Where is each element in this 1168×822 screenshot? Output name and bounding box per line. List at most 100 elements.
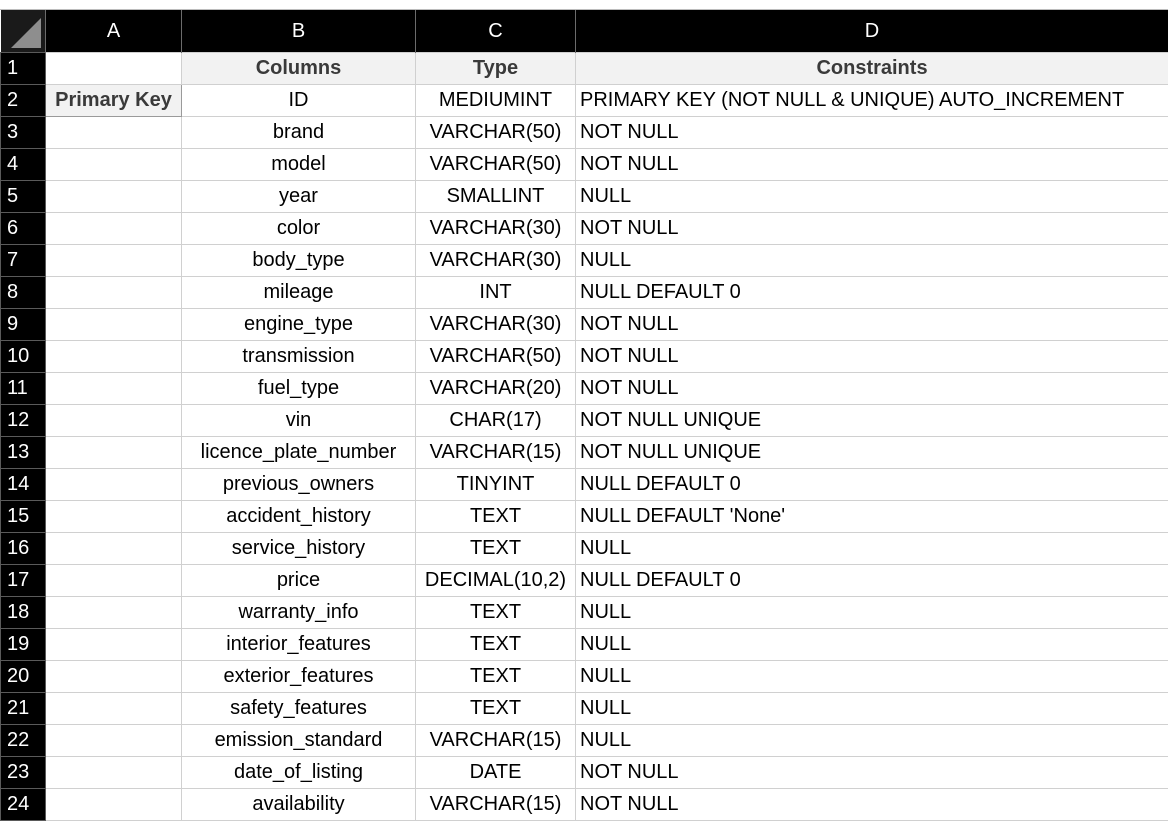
cell-type[interactable]: INT xyxy=(415,276,576,309)
cell[interactable] xyxy=(45,52,182,85)
row-header[interactable]: 19 xyxy=(0,628,46,661)
cell[interactable] xyxy=(45,212,182,245)
cell-type[interactable]: TEXT xyxy=(415,660,576,693)
cell-column-name[interactable]: date_of_listing xyxy=(181,756,416,789)
cell-constraints[interactable]: NOT NULL xyxy=(575,340,1168,373)
row-header[interactable]: 5 xyxy=(0,180,46,213)
select-all-corner[interactable] xyxy=(0,10,46,53)
cell-constraints[interactable]: NULL xyxy=(575,628,1168,661)
cell-type[interactable]: VARCHAR(15) xyxy=(415,724,576,757)
cell-constraints[interactable]: PRIMARY KEY (NOT NULL & UNIQUE) AUTO_INC… xyxy=(575,84,1168,117)
cell-column-name[interactable]: model xyxy=(181,148,416,181)
cell[interactable] xyxy=(45,756,182,789)
cell-constraints[interactable]: NOT NULL xyxy=(575,372,1168,405)
cell-type[interactable]: VARCHAR(30) xyxy=(415,212,576,245)
cell[interactable] xyxy=(45,404,182,437)
cell-column-name[interactable]: previous_owners xyxy=(181,468,416,501)
row-header[interactable]: 22 xyxy=(0,724,46,757)
cell-type[interactable]: VARCHAR(30) xyxy=(415,244,576,277)
row-header[interactable]: 8 xyxy=(0,276,46,309)
row-header[interactable]: 9 xyxy=(0,308,46,341)
cell-constraints[interactable]: NOT NULL xyxy=(575,756,1168,789)
cell-constraints[interactable]: NOT NULL xyxy=(575,212,1168,245)
row-header[interactable]: 21 xyxy=(0,692,46,725)
cell-constraints-label[interactable]: Constraints xyxy=(575,52,1168,85)
cell-type[interactable]: VARCHAR(15) xyxy=(415,436,576,469)
cell-column-name[interactable]: fuel_type xyxy=(181,372,416,405)
cell-constraints[interactable]: NULL DEFAULT 0 xyxy=(575,564,1168,597)
cell[interactable] xyxy=(45,340,182,373)
cell-constraints[interactable]: NOT NULL UNIQUE xyxy=(575,404,1168,437)
row-header[interactable]: 1 xyxy=(0,52,46,85)
cell[interactable] xyxy=(45,372,182,405)
cell-column-name[interactable]: vin xyxy=(181,404,416,437)
row-header[interactable]: 6 xyxy=(0,212,46,245)
cell-constraints[interactable]: NULL DEFAULT 0 xyxy=(575,276,1168,309)
cell-type[interactable]: SMALLINT xyxy=(415,180,576,213)
cell-constraints[interactable]: NULL xyxy=(575,724,1168,757)
cell-type[interactable]: VARCHAR(30) xyxy=(415,308,576,341)
cell-column-name[interactable]: color xyxy=(181,212,416,245)
column-header-a[interactable]: A xyxy=(45,10,182,53)
cell-column-name[interactable]: exterior_features xyxy=(181,660,416,693)
cell-column-name[interactable]: mileage xyxy=(181,276,416,309)
cell-constraints[interactable]: NOT NULL xyxy=(575,148,1168,181)
cell-column-name[interactable]: ID xyxy=(181,84,416,117)
row-header[interactable]: 14 xyxy=(0,468,46,501)
cell-type[interactable]: MEDIUMINT xyxy=(415,84,576,117)
cell-constraints[interactable]: NULL xyxy=(575,244,1168,277)
cell-column-name[interactable]: availability xyxy=(181,788,416,821)
cell[interactable] xyxy=(45,148,182,181)
cell-constraints[interactable]: NULL xyxy=(575,180,1168,213)
cell-type[interactable]: DECIMAL(10,2) xyxy=(415,564,576,597)
cell-column-name[interactable]: emission_standard xyxy=(181,724,416,757)
cell-type-label[interactable]: Type xyxy=(415,52,576,85)
cell[interactable] xyxy=(45,692,182,725)
cell[interactable] xyxy=(45,788,182,821)
cell-type[interactable]: VARCHAR(50) xyxy=(415,148,576,181)
cell-type[interactable]: TEXT xyxy=(415,596,576,629)
cell-column-name[interactable]: brand xyxy=(181,116,416,149)
cell-type[interactable]: CHAR(17) xyxy=(415,404,576,437)
column-header-c[interactable]: C xyxy=(415,10,576,53)
cell-column-name[interactable]: licence_plate_number xyxy=(181,436,416,469)
cell-type[interactable]: VARCHAR(50) xyxy=(415,340,576,373)
cell-columns-label[interactable]: Columns xyxy=(181,52,416,85)
row-header[interactable]: 12 xyxy=(0,404,46,437)
cell-column-name[interactable]: engine_type xyxy=(181,308,416,341)
cell-column-name[interactable]: accident_history xyxy=(181,500,416,533)
column-header-d[interactable]: D xyxy=(575,10,1168,53)
cell[interactable] xyxy=(45,564,182,597)
row-header[interactable]: 15 xyxy=(0,500,46,533)
cell-type[interactable]: TEXT xyxy=(415,500,576,533)
column-header-b[interactable]: B xyxy=(181,10,416,53)
cell[interactable] xyxy=(45,468,182,501)
row-header[interactable]: 17 xyxy=(0,564,46,597)
cell-type[interactable]: VARCHAR(15) xyxy=(415,788,576,821)
row-header[interactable]: 10 xyxy=(0,340,46,373)
cell-type[interactable]: VARCHAR(50) xyxy=(415,116,576,149)
row-header[interactable]: 20 xyxy=(0,660,46,693)
cell[interactable] xyxy=(45,244,182,277)
cell-column-name[interactable]: body_type xyxy=(181,244,416,277)
row-header[interactable]: 23 xyxy=(0,756,46,789)
row-header[interactable]: 24 xyxy=(0,788,46,821)
cell-column-name[interactable]: service_history xyxy=(181,532,416,565)
cell[interactable] xyxy=(45,276,182,309)
row-header[interactable]: 13 xyxy=(0,436,46,469)
cell-constraints[interactable]: NULL xyxy=(575,692,1168,725)
cell-column-name[interactable]: safety_features xyxy=(181,692,416,725)
cell-constraints[interactable]: NOT NULL xyxy=(575,788,1168,821)
cell-column-name[interactable]: price xyxy=(181,564,416,597)
row-header[interactable]: 2 xyxy=(0,84,46,117)
cell[interactable] xyxy=(45,116,182,149)
cell-type[interactable]: VARCHAR(20) xyxy=(415,372,576,405)
cell-constraints[interactable]: NOT NULL UNIQUE xyxy=(575,436,1168,469)
cell[interactable] xyxy=(45,628,182,661)
row-header[interactable]: 4 xyxy=(0,148,46,181)
cell-type[interactable]: TEXT xyxy=(415,628,576,661)
cell-constraints[interactable]: NULL DEFAULT 0 xyxy=(575,468,1168,501)
cell-constraints[interactable]: NULL xyxy=(575,596,1168,629)
cell[interactable] xyxy=(45,660,182,693)
cell[interactable] xyxy=(45,308,182,341)
